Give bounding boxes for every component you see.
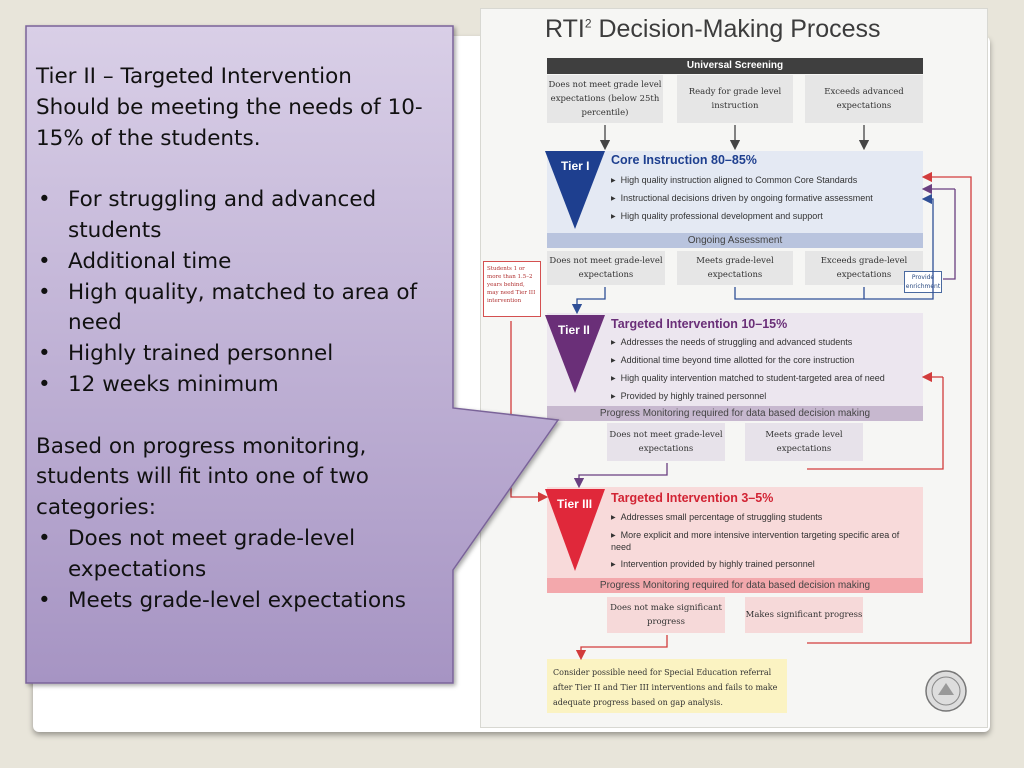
tier1-bullets: High quality instruction aligned to Comm… [611,172,873,226]
tier1-outcome-exceeds: Exceeds grade-level expectations [805,251,923,285]
tier3-outcome-not-progress: Does not make significant progress [607,597,725,633]
tier1-bullet: High quality professional development an… [611,208,873,226]
callout-bullet: High quality, matched to area of need [36,278,446,340]
tier1-outcome-meets: Meets grade-level expectations [677,251,793,285]
tier2-triangle [545,315,605,393]
special-education-referral-box: Consider possible need for Special Educa… [547,659,787,713]
tier3-title: Targeted Intervention 3–5% [611,491,774,505]
tier3-triangle [545,489,605,571]
tier1-triangle [545,151,605,229]
universal-screening-bar: Universal Screening [547,58,923,74]
tier2-bullets: Addresses the needs of struggling and ad… [611,334,885,406]
callout-category-list: Does not meet grade-level expectations M… [36,524,446,616]
tier1-outcome-not-meet: Does not meet grade-level expectations [547,251,665,285]
tier2-title: Targeted Intervention 10–15% [611,317,788,331]
state-seal-icon [925,670,967,712]
callout-category: Does not meet grade-level expectations [36,524,446,586]
screen-box-below: Does not meet grade level expectations (… [547,75,663,123]
screen-box-ready: Ready for grade level instruction [677,75,793,123]
tier2-outcome-meets: Meets grade level expectations [745,423,863,461]
callout-title: Tier II – Targeted Intervention [36,64,352,89]
callout-text: Tier II – Targeted Intervention Should b… [36,62,446,616]
tier3-bullet: Intervention provided by highly trained … [611,556,921,574]
tier3-bullet: More explicit and more intensive interve… [611,527,921,556]
tier1-bullet: High quality instruction aligned to Comm… [611,172,873,190]
callout-subtitle: Should be meeting the needs of 10-15% of… [36,94,423,151]
tier2-outcome-not-meet: Does not meet grade-level expectations [607,423,725,461]
tier3-bullets: Addresses small percentage of struggling… [611,509,921,574]
callout-category: Meets grade-level expectations [36,586,446,617]
screen-box-exceeds: Exceeds advanced expectations [805,75,923,123]
callout-bullet: For struggling and advanced students [36,185,446,247]
tier2-label: Tier II [558,323,590,337]
flowchart-title: RTI2 Decision-Making Process [545,15,881,43]
tier1-strip: Ongoing Assessment [547,233,923,248]
callout-bullet: Additional time [36,247,446,278]
tier2-bullet: Addresses the needs of struggling and ad… [611,334,885,352]
tier1-title: Core Instruction 80–85% [611,153,757,167]
tier3-strip: Progress Monitoring required for data ba… [547,578,923,593]
callout-bullet: Highly trained personnel [36,339,446,370]
rti-flowchart-image: RTI2 Decision-Making Process Universal S… [480,8,988,728]
tier2-bullet: Provided by highly trained personnel [611,388,885,406]
callout-bullet: 12 weeks minimum [36,370,446,401]
tier2-bullet: High quality intervention matched to stu… [611,370,885,388]
tier1-bullet: Instructional decisions driven by ongoin… [611,190,873,208]
flowchart-graphics [510,125,972,661]
tier2-bullet: Additional time beyond time allotted for… [611,352,885,370]
tier1-label: Tier I [561,159,590,173]
callout-bullet-list: For struggling and advanced students Add… [36,185,446,401]
callout-paragraph: Based on progress monitoring, students w… [36,433,369,521]
tier3-outcome-progress: Makes significant progress [745,597,863,633]
tier3-label: Tier III [557,497,593,511]
tier3-bullet: Addresses small percentage of struggling… [611,509,921,527]
tier2-strip: Progress Monitoring required for data ba… [547,406,923,421]
